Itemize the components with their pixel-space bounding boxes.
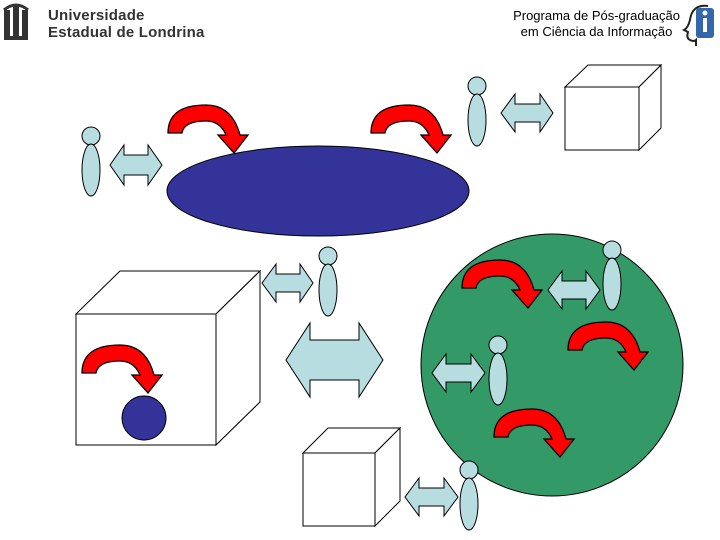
blue-ellipse xyxy=(166,145,470,237)
cube-top-right xyxy=(563,63,663,152)
double-arrow-big xyxy=(285,321,384,399)
logo-text-line2: Estadual de Londrina xyxy=(48,24,205,41)
curved-arrow-2 xyxy=(370,104,452,154)
double-arrow-5 xyxy=(431,352,486,394)
person-6 xyxy=(459,460,479,531)
person-2 xyxy=(467,76,487,147)
info-head-icon xyxy=(682,4,714,46)
uel-emblem-icon xyxy=(3,3,29,40)
program-title: Programa de Pós-graduação em Ciência da … xyxy=(513,8,680,40)
curved-arrow-1 xyxy=(167,104,249,154)
uel-logo: Universidade Estadual de Londrina xyxy=(2,2,204,42)
cube-bottom xyxy=(301,426,402,528)
double-arrow-1 xyxy=(109,143,163,187)
person-3 xyxy=(318,246,338,317)
logo-text-line1: Universidade xyxy=(48,7,145,24)
double-arrow-2 xyxy=(500,92,554,134)
program-title-line1: Programa de Pós-graduação xyxy=(513,8,680,23)
person-5 xyxy=(488,335,508,406)
double-arrow-6 xyxy=(404,476,459,518)
blue-ball xyxy=(121,395,167,441)
double-arrow-4 xyxy=(547,269,601,311)
person-4 xyxy=(602,240,622,311)
double-arrow-3 xyxy=(261,262,314,304)
person-1 xyxy=(81,126,101,197)
program-title-line2: em Ciência da Informação xyxy=(520,24,673,39)
